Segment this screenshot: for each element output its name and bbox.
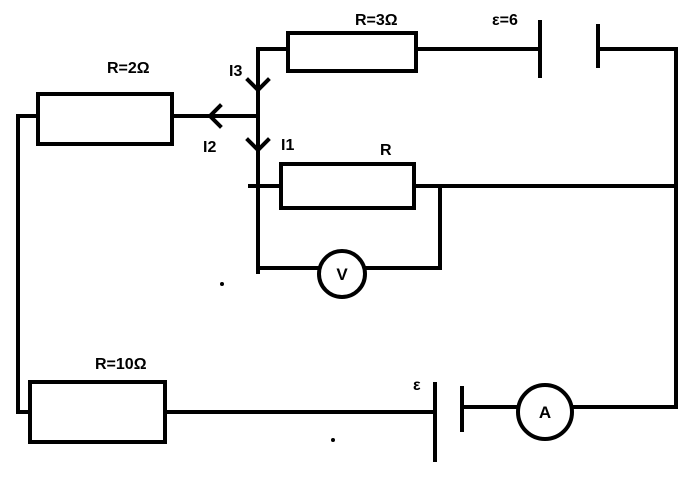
ammeter: A [516,383,574,441]
dot-left [220,282,224,286]
arrow-i1 [245,137,271,153]
resistor-3ohm [286,31,418,73]
label-r-left: R=2Ω [107,60,150,77]
label-r-mid: R [380,142,392,159]
label-emf-top: ε=6 [492,12,518,29]
label-i2: I2 [203,139,216,156]
resistor-10ohm [28,380,167,444]
voltmeter: V [317,249,367,299]
resistor-r [279,162,416,210]
wire-top-right [570,47,678,409]
battery-top [538,20,600,78]
label-r-bottom: R=10Ω [95,356,147,373]
resistor-2ohm [36,92,174,146]
arrow-i2 [207,103,223,129]
label-i3: I3 [229,63,242,80]
label-i1: I1 [281,137,294,154]
battery-bottom [433,382,464,462]
dot-bottom [331,438,335,442]
label-r-top: R=3Ω [355,12,398,29]
label-emf-bottom: ε [413,377,421,394]
voltmeter-label: V [336,265,348,284]
ammeter-label: A [539,403,551,422]
arrow-i3 [245,77,271,93]
